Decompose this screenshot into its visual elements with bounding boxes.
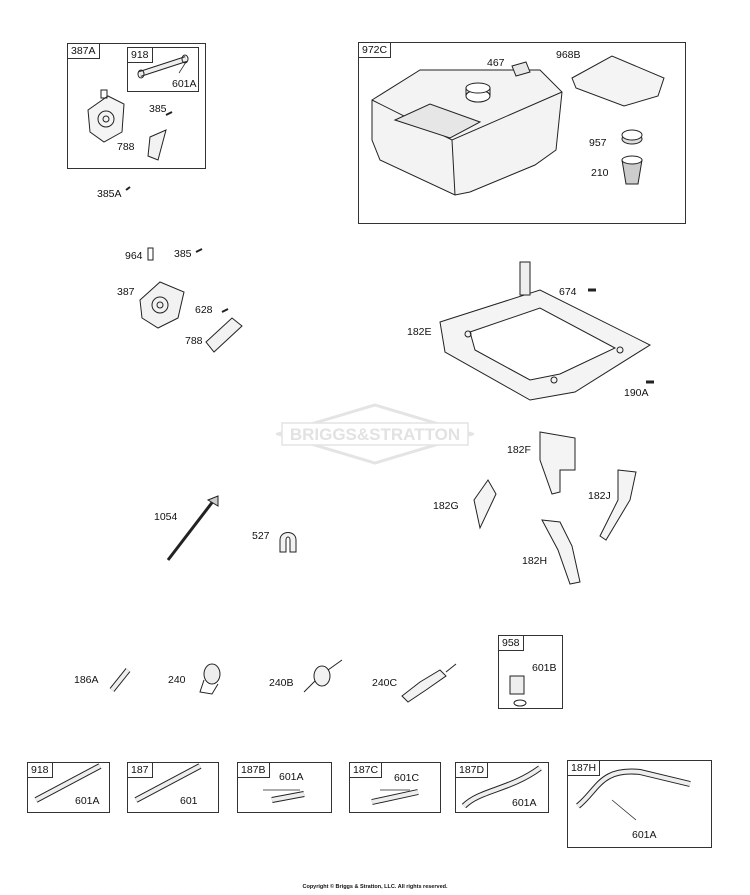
callout-385-b: 385 bbox=[174, 248, 192, 260]
fuel-line-918-inner-part bbox=[137, 54, 189, 79]
group-tab-187h: 187H bbox=[567, 760, 601, 776]
fuel-pump-387-part bbox=[139, 281, 185, 329]
callout-957: 957 bbox=[589, 137, 607, 149]
filter-240c-part bbox=[401, 663, 457, 703]
group-tab-187d: 187D bbox=[455, 762, 489, 778]
bracket-182f-part bbox=[539, 431, 576, 495]
leader-lines bbox=[178, 61, 637, 821]
group-box-918-inner: 918 bbox=[127, 47, 199, 92]
callout-182j: 182J bbox=[588, 490, 611, 502]
screw-385-b-part bbox=[195, 248, 203, 253]
callout-674: 674 bbox=[559, 286, 577, 298]
screw-385-a-part bbox=[165, 111, 173, 116]
bracket-182g-part bbox=[473, 479, 497, 530]
callout-190a: 190A bbox=[624, 387, 649, 399]
clamp-527-part bbox=[279, 532, 297, 553]
group-box-187d: 187D bbox=[455, 762, 549, 813]
callout-788-b: 788 bbox=[185, 335, 203, 347]
callout-385a: 385A bbox=[97, 188, 122, 200]
bracket-788-b-part bbox=[205, 317, 243, 353]
group-box-958: 958 bbox=[498, 635, 563, 709]
callout-788-a: 788 bbox=[117, 141, 135, 153]
callout-601a-187h: 601A bbox=[632, 829, 657, 841]
group-tab-958: 958 bbox=[498, 635, 524, 651]
group-tab-918-inner: 918 bbox=[127, 47, 153, 63]
screw-385a-part bbox=[125, 186, 131, 191]
cap-957-part bbox=[621, 129, 643, 145]
callout-186a: 186A bbox=[74, 674, 99, 686]
callout-182e: 182E bbox=[407, 326, 432, 338]
strainer-210-part bbox=[621, 155, 643, 185]
watermark-text: BRIGGS&STRATTON bbox=[290, 425, 460, 444]
copyright-notice: Copyright © Briggs & Stratton, LLC. All … bbox=[302, 884, 448, 890]
fuel-line-187h-part bbox=[576, 768, 691, 809]
group-tab-972c: 972C bbox=[358, 42, 392, 58]
fuel-fitting-958-part bbox=[509, 675, 527, 707]
group-tab-918: 918 bbox=[27, 762, 53, 778]
callout-527: 527 bbox=[252, 530, 270, 542]
cover-968b-part bbox=[571, 55, 665, 107]
briggs-stratton-watermark-logo: BRIGGS&STRATTON bbox=[276, 403, 474, 465]
callout-387: 387 bbox=[117, 286, 135, 298]
callout-467: 467 bbox=[487, 57, 505, 69]
callout-240b: 240B bbox=[269, 677, 294, 689]
cable-tie-1054-part bbox=[166, 499, 216, 561]
fuel-tank-972c-part bbox=[371, 69, 563, 196]
fuel-line-187b-part bbox=[271, 791, 305, 803]
callout-182f: 182F bbox=[507, 444, 531, 456]
fuel-pump-387a-part bbox=[87, 89, 125, 143]
callout-182g: 182G bbox=[433, 500, 459, 512]
callout-601a-187b: 601A bbox=[279, 771, 304, 783]
callout-210: 210 bbox=[591, 167, 609, 179]
group-box-187: 187 bbox=[127, 762, 219, 813]
callout-601-187: 601 bbox=[180, 795, 198, 807]
callout-240: 240 bbox=[168, 674, 186, 686]
shutoff-valve-240-part bbox=[199, 663, 221, 695]
group-box-187c: 187C bbox=[349, 762, 441, 813]
group-box-187h: 187H bbox=[567, 760, 712, 848]
callout-601b: 601B bbox=[532, 662, 557, 674]
fuel-line-918-part bbox=[34, 763, 102, 803]
bracket-788-a-part bbox=[147, 129, 167, 161]
group-tab-187b: 187B bbox=[237, 762, 270, 778]
callout-240c: 240C bbox=[372, 677, 398, 689]
callout-968b: 968B bbox=[556, 49, 581, 61]
fuel-line-187c-part bbox=[371, 789, 419, 805]
fuel-line-187d-part bbox=[461, 765, 542, 809]
group-tab-187c: 187C bbox=[349, 762, 383, 778]
callout-182h: 182H bbox=[522, 555, 548, 567]
bracket-182j-part bbox=[599, 469, 637, 541]
callout-964: 964 bbox=[125, 250, 143, 262]
fuel-line-187-part bbox=[134, 763, 202, 803]
group-box-972c: 972C bbox=[358, 42, 686, 224]
callout-1054: 1054 bbox=[154, 511, 178, 523]
group-box-918: 918 bbox=[27, 762, 110, 813]
callout-601c-187c: 601C bbox=[394, 772, 420, 784]
bracket-182h-part bbox=[541, 519, 581, 585]
spacer-964-part bbox=[147, 247, 154, 261]
group-box-387a: 387A bbox=[67, 43, 206, 169]
group-tab-387a: 387A bbox=[67, 43, 100, 59]
callout-601a-187d: 601A bbox=[512, 797, 537, 809]
callout-601a-918: 601A bbox=[75, 795, 100, 807]
tank-bracket-182e-part bbox=[439, 261, 652, 401]
group-box-187b: 187B bbox=[237, 762, 332, 813]
screw-628-part bbox=[221, 308, 229, 313]
cap-467-part bbox=[511, 61, 531, 77]
group-tab-187: 187 bbox=[127, 762, 153, 778]
callout-628: 628 bbox=[195, 304, 213, 316]
filter-240b-part bbox=[303, 659, 343, 693]
callout-385-a: 385 bbox=[149, 103, 167, 115]
callout-601a-918-inner: 601A bbox=[172, 78, 197, 90]
